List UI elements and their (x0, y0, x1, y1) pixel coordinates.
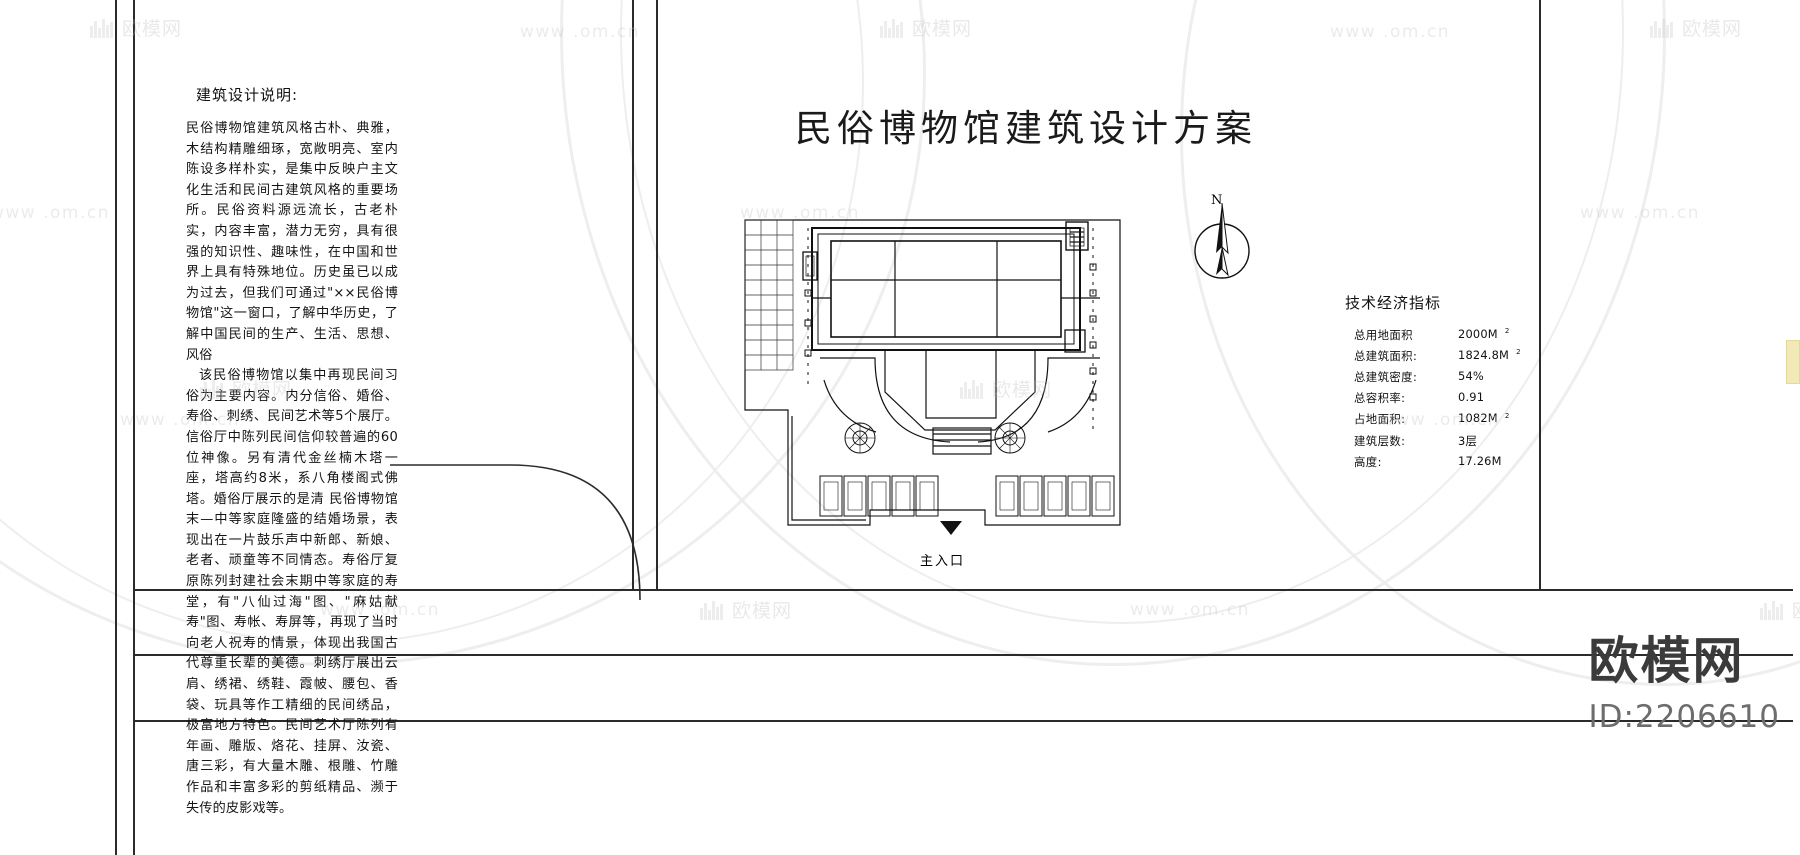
table-row: 总容积率: 0.91 (1345, 388, 1521, 409)
description-paragraph-1: 民俗博物馆建筑风格古朴、典雅，木结构精雕细琢，宽敞明亮、室内陈设多样朴实，是集中… (186, 121, 398, 363)
watermark-url: www .om.cn (520, 22, 641, 42)
column-grid-right (1089, 228, 1097, 430)
indicator-value: 2000M 2 (1458, 324, 1521, 345)
tree-symbol-right (994, 422, 1026, 454)
paving-hatch-left (744, 219, 794, 371)
indicator-label: 总建筑面积: (1354, 348, 1418, 363)
watermark: 欧模网 (1650, 14, 1742, 41)
indicator-value-text: 3层 (1458, 433, 1478, 448)
indicator-value: 17.26M (1458, 451, 1521, 472)
building-logo-icon (1650, 18, 1676, 38)
watermark: 欧模网 (1760, 596, 1800, 623)
indicator-label: 总用地面积 (1354, 327, 1413, 342)
brand-id: ID:2206610 (1588, 699, 1780, 735)
frame-line-bottom-3 (133, 720, 1793, 722)
compass-north-label: N (1211, 193, 1223, 208)
indicator-label: 总建筑密度: (1354, 369, 1418, 384)
tree-symbol-left (844, 422, 876, 454)
frame-corner-curve (390, 464, 641, 601)
indicator-value-text: 54% (1458, 368, 1484, 383)
watermark: 欧模网 (880, 14, 972, 41)
watermark: 欧模网 (90, 14, 182, 41)
parking-row-left (819, 475, 939, 517)
indicator-value: 1082M 2 (1458, 409, 1521, 430)
main-entrance-label: 主入口 (920, 554, 966, 569)
side-tab-marker[interactable] (1786, 340, 1800, 384)
indicator-value-text: 2000M (1458, 326, 1498, 341)
frame-line-mid (632, 0, 634, 591)
table-row: 总用地面积 2000M 2 (1345, 324, 1521, 345)
brand-name: 欧模网 (1588, 632, 1745, 690)
north-arrow-icon (1194, 202, 1250, 279)
indicator-value: 1824.8M 2 (1458, 345, 1521, 366)
watermark-text: 欧模网 (1792, 596, 1800, 623)
indicator-label: 占地面积: (1354, 412, 1406, 427)
indicator-label: 建筑层数: (1354, 433, 1406, 448)
page-title: 民俗博物馆建筑设计方案 (795, 107, 1257, 150)
table-row: 建筑层数: 3层 (1345, 430, 1521, 451)
watermark-text: 欧模网 (732, 600, 793, 622)
watermark-url: www .om.cn (1580, 203, 1701, 223)
indicator-label: 总容积率: (1354, 391, 1406, 406)
up-arrow-icon (940, 521, 962, 535)
brand-block: 欧模网 ID:2206610 (1588, 621, 1780, 735)
indicator-unit-exponent: 2 (1504, 326, 1510, 335)
building-logo-icon (90, 18, 116, 38)
indicator-value: 3层 (1458, 430, 1521, 451)
compass: N (1183, 193, 1261, 281)
table-row: 总建筑面积: 1824.8M 2 (1345, 345, 1521, 366)
building-logo-icon (700, 600, 726, 620)
indicator-unit-exponent: 2 (1516, 347, 1521, 356)
frame-line-left-outer (115, 0, 117, 855)
indicator-label: 高度: (1354, 454, 1382, 469)
frame-line-bottom-1 (133, 589, 1793, 591)
site-plan-drawing (700, 180, 1240, 600)
site-boundary (744, 219, 1121, 526)
indicator-value-text: 0.91 (1458, 390, 1485, 405)
indicator-unit-exponent: 2 (1504, 411, 1510, 420)
watermark-url: www .om.cn (1330, 22, 1451, 42)
frame-line-bottom-2 (133, 654, 1793, 656)
table-row: 高度: 17.26M (1345, 451, 1521, 472)
frame-line-left-inner (133, 0, 135, 855)
indicator-value: 54% (1458, 366, 1521, 387)
technical-indicators-panel: 技术经济指标 总用地面积 2000M 2 总建筑面积: 1824.8M 2 总建筑密… (1345, 292, 1545, 472)
site-boundary-inner (791, 416, 866, 521)
watermark-text: 欧模网 (1682, 18, 1743, 40)
indicator-value-text: 1824.8M (1458, 347, 1510, 362)
watermark-text: 欧模网 (122, 18, 183, 40)
building-logo-icon (1760, 600, 1786, 620)
description-body: 民俗博物馆建筑风格古朴、典雅，木结构精雕细琢，宽敞明亮、室内陈设多样朴实，是集中… (186, 119, 398, 819)
column-grid-left (804, 228, 812, 390)
indicator-value-text: 1082M (1458, 411, 1498, 426)
central-plaza (884, 350, 1036, 455)
indicators-title: 技术经济指标 (1345, 294, 1442, 312)
table-row: 总建筑密度: 54% (1345, 366, 1521, 387)
main-building (802, 221, 1100, 353)
watermark: 欧模网 (700, 596, 792, 623)
indicator-value-text: 17.26M (1458, 453, 1502, 468)
frame-line-mid-2 (656, 0, 658, 591)
watermark-text: 欧模网 (912, 18, 973, 40)
description-paragraph-2: 该民俗博物馆以集中再现民间习俗为主要内容。内分信俗、婚俗、寿俗、刺绣、民间艺术等… (186, 368, 398, 816)
watermark-url: www .om.cn (0, 203, 111, 223)
building-logo-icon (880, 18, 906, 38)
description-heading: 建筑设计说明: (196, 86, 299, 104)
parking-row-right (995, 475, 1115, 517)
frame-line-right (1539, 0, 1541, 591)
table-row: 占地面积: 1082M 2 (1345, 409, 1521, 430)
indicator-value: 0.91 (1458, 388, 1521, 409)
design-description-block: 建筑设计说明: 民俗博物馆建筑风格古朴、典雅，木结构精雕细琢，宽敞明亮、室内陈设… (186, 84, 398, 819)
watermark-url: www .om.cn (1130, 600, 1251, 620)
